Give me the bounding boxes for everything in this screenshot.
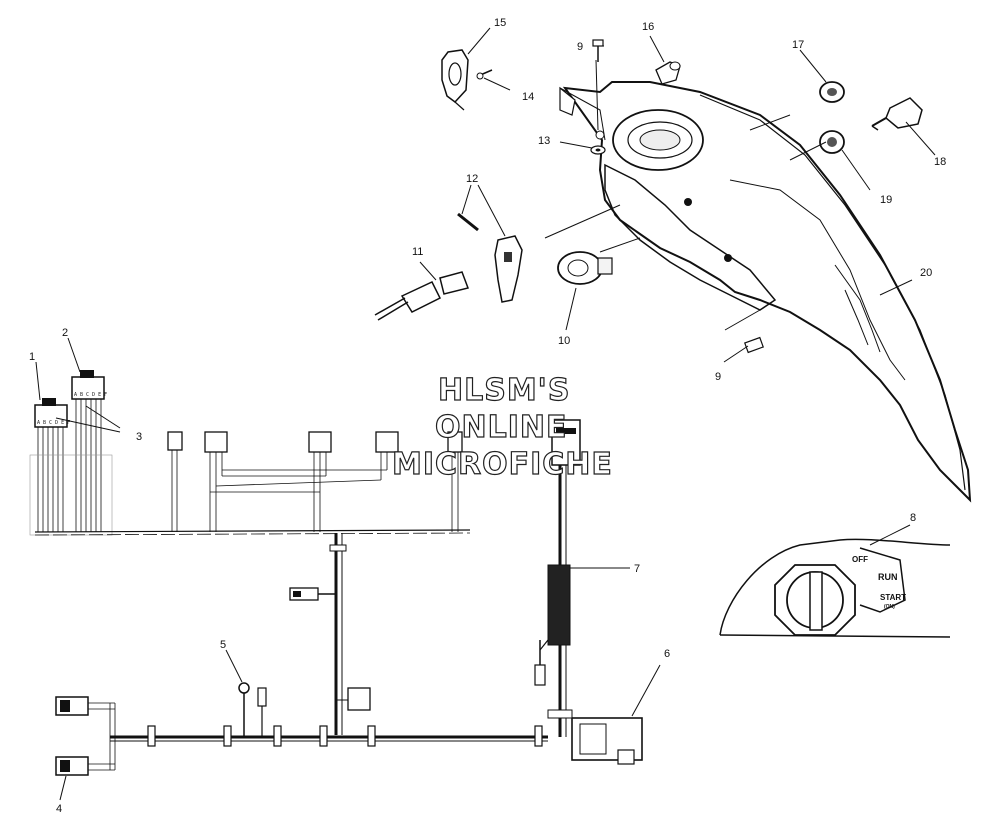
callout-16: 16 (642, 21, 654, 33)
ring-terminal-part-5 (238, 682, 267, 737)
callout-9-top: 9 (577, 41, 583, 53)
callout-3: 3 (136, 431, 142, 443)
grommet-part (819, 81, 845, 103)
callout-6: 6 (664, 648, 670, 660)
connector-2-pins: A B C D E F (74, 392, 107, 398)
callout-15: 15 (494, 17, 506, 29)
switch-cap-part (457, 212, 523, 303)
callout-8: 8 (910, 512, 916, 524)
screw-part (744, 336, 764, 354)
callout-5: 5 (220, 639, 226, 651)
callout-19: 19 (880, 194, 892, 206)
switch-start-sub-label: (ON) (884, 604, 895, 610)
ignition-inset: OFF RUN START (ON) (719, 538, 951, 638)
wiring-harness: A B C D E F A B C D E F (29, 370, 643, 776)
callout-4: 4 (56, 803, 62, 815)
console-housing (559, 81, 972, 503)
callout-11: 11 (412, 246, 423, 258)
key-switch-part (557, 251, 613, 285)
callout-10: 10 (558, 335, 570, 347)
callout-13: 13 (538, 135, 550, 147)
sensor-part (374, 271, 469, 321)
callout-7: 7 (634, 563, 640, 575)
callout-12: 12 (466, 173, 478, 185)
watermark-line-1: HLSM'S (438, 373, 570, 408)
callout-2: 2 (62, 327, 68, 339)
callout-1: 1 (29, 351, 35, 363)
key-part (871, 97, 923, 131)
callout-17: 17 (792, 39, 804, 51)
callout-14: 14 (522, 91, 534, 103)
leader-lines (35, 27, 936, 801)
connector-block-part-6 (547, 709, 643, 765)
connector-part-4 (55, 696, 89, 776)
switch-off-label: OFF (852, 555, 868, 564)
middle-connectors (167, 431, 463, 453)
plug-part (655, 61, 681, 85)
connector-1-pins: A B C D E F (37, 420, 70, 426)
callout-18: 18 (934, 156, 946, 168)
watermark: HLSM'S ONLINE MICROFICHE (391, 372, 613, 482)
switch-run-label: RUN (878, 572, 898, 582)
callout-20: 20 (920, 267, 932, 279)
watermark-line-3: MICROFICHE (392, 447, 613, 482)
callout-9-bottom: 9 (715, 371, 721, 383)
switch-start-label: START (880, 593, 906, 602)
screw-part (476, 69, 493, 80)
washer-part (590, 130, 606, 155)
screw-part (592, 39, 604, 62)
callout-numbers: 1 2 3 4 5 6 7 8 9 9 10 11 12 13 14 15 16… (29, 17, 946, 815)
bracket-part (441, 49, 469, 111)
watermark-line-2: ONLINE (435, 410, 568, 445)
nut-part (819, 130, 845, 154)
